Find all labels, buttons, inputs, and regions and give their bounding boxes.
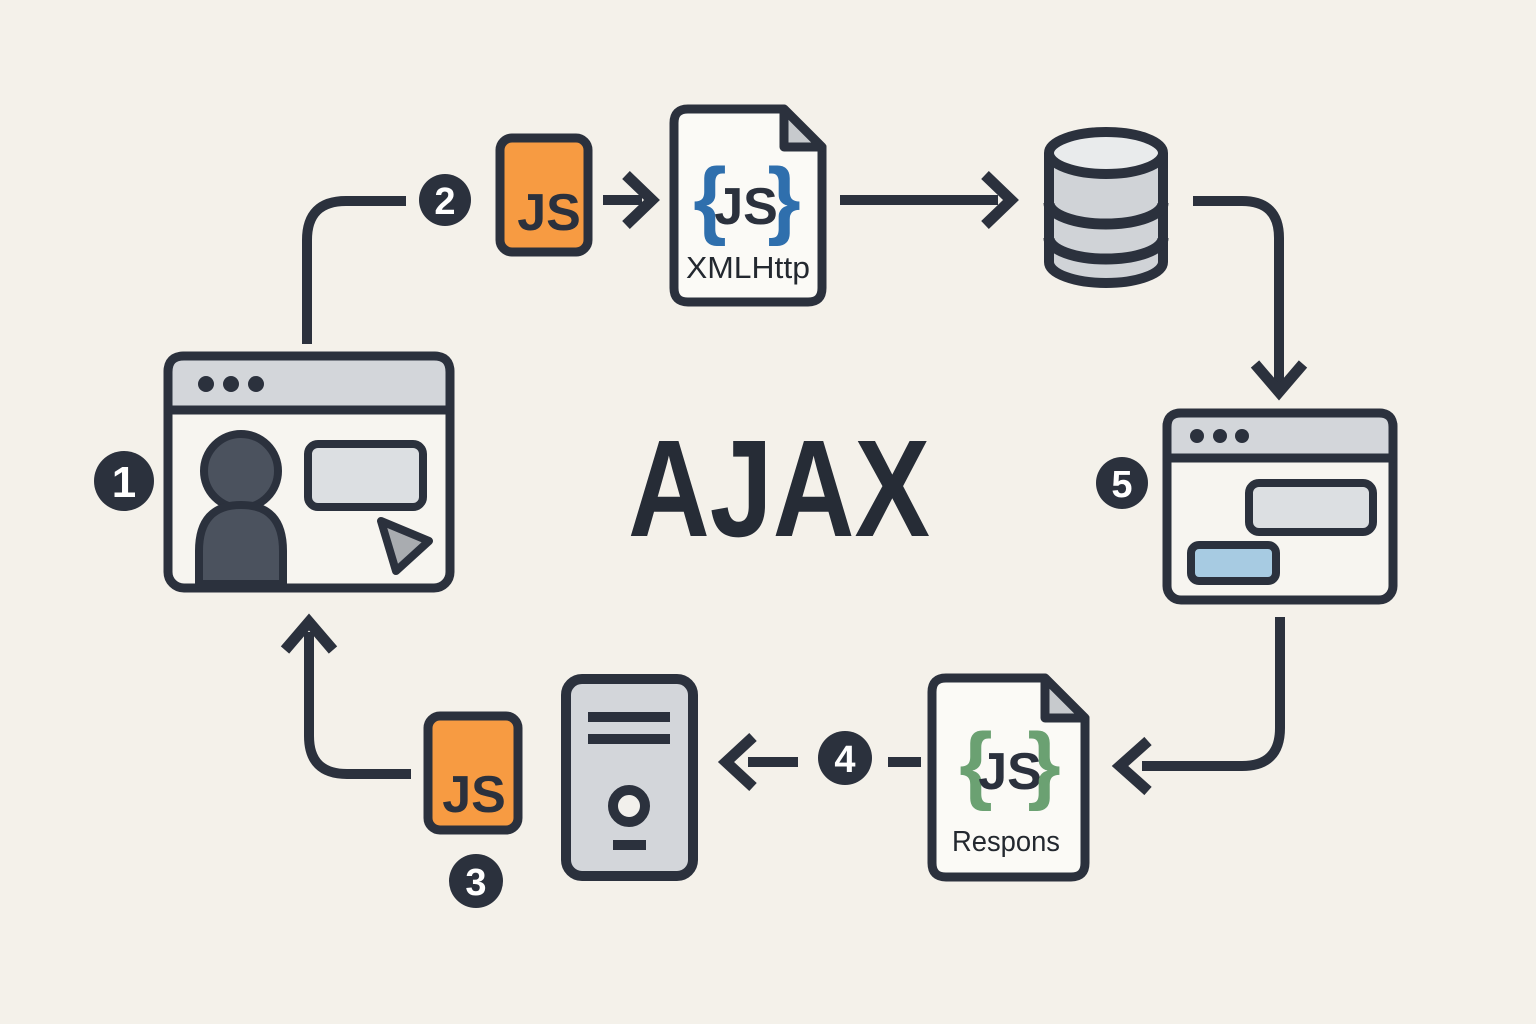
js-file-icon-top: JS: [495, 133, 593, 257]
arrow-step4-to-server: [717, 732, 798, 792]
arrow-database-to-response-browser: [1193, 196, 1308, 401]
server-icon: [561, 674, 698, 881]
content-block-icon: [1245, 479, 1377, 536]
js-label-bottom: JS: [442, 766, 506, 824]
step-badge-5: 5: [1096, 457, 1148, 509]
response-browser-window-icon: [1162, 408, 1398, 605]
window-dots-icon: [198, 376, 264, 392]
window-dots-icon: [1190, 429, 1249, 443]
arrow-request-doc-to-database: [840, 171, 1019, 229]
connector-user-to-step2: [302, 196, 406, 344]
user-icon: [195, 430, 287, 588]
user-browser-window-icon: [163, 351, 455, 593]
step-number-3: 3: [465, 862, 486, 904]
arrow-response-browser-to-response-doc: [1111, 617, 1285, 796]
folded-corner-icon: [779, 104, 827, 152]
xmlhttp-request-file-icon: { JS } XMLHttp: [669, 104, 827, 307]
response-brace-open: {: [959, 716, 992, 812]
response-brace-close: }: [1027, 716, 1060, 812]
step-badge-1: 1: [94, 451, 154, 511]
folded-corner-icon: [1040, 673, 1090, 723]
cursor-icon: [377, 517, 433, 575]
response-doc-caption: Respons: [952, 826, 1060, 858]
step-number-4: 4: [834, 739, 855, 781]
database-icon: [1043, 127, 1169, 288]
request-brace-close: }: [767, 151, 800, 247]
js-label-top: JS: [517, 184, 581, 242]
updated-element-icon: [1187, 541, 1280, 585]
arrow-js-bottom-to-user-browser: [280, 613, 411, 779]
step-number-2: 2: [434, 181, 455, 223]
js-file-icon-bottom: JS: [423, 711, 523, 835]
diagram-title: AJAX: [628, 412, 930, 566]
step-number-5: 5: [1111, 464, 1132, 506]
step-number-1: 1: [112, 458, 136, 507]
step-badge-2: 2: [419, 174, 471, 226]
input-field-icon: [304, 440, 427, 511]
response-file-icon: { JS } Respons: [927, 673, 1090, 882]
step-badge-4: 4: [818, 731, 872, 785]
request-code-label: JS: [714, 178, 778, 236]
request-brace-open: {: [693, 151, 726, 247]
request-doc-caption: XMLHttp: [686, 250, 810, 285]
power-button-icon: [608, 785, 650, 827]
step-badge-3: 3: [449, 854, 503, 908]
arrow-js-to-request-doc: [603, 171, 660, 229]
response-code-label: JS: [978, 743, 1042, 801]
